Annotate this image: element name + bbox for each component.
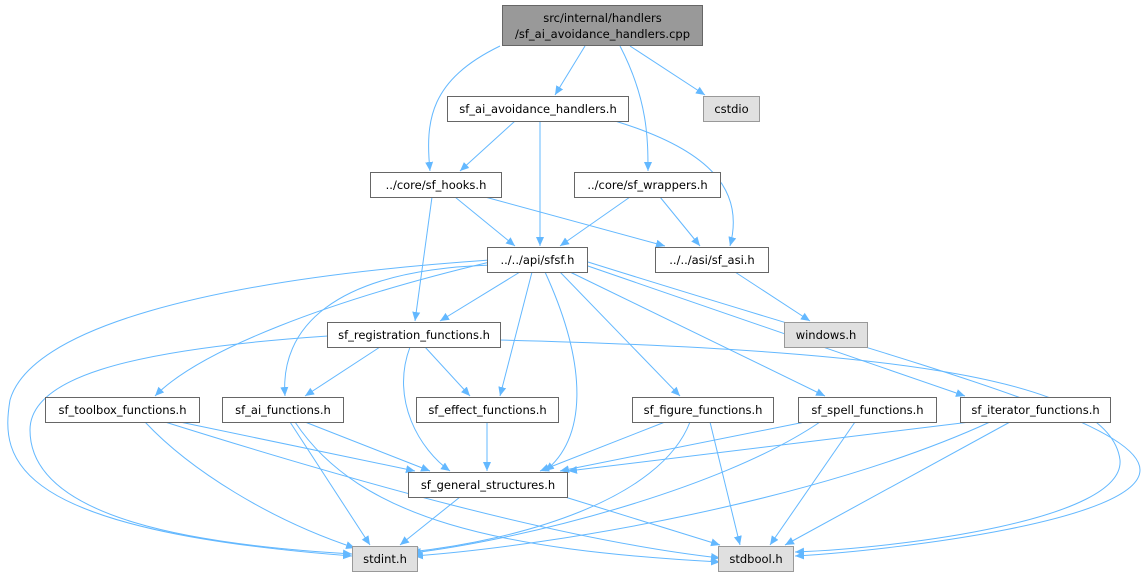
root-node-sf-ai-avoidance-handlers-cpp[interactable]: src/internal/handlers /sf_ai_avoidance_h… — [502, 5, 703, 46]
edge-spell-stdint — [411, 421, 821, 556]
edge-sfsf-regfun — [439, 271, 521, 322]
edge-sfsf-genstruct — [544, 271, 578, 472]
edge-root-hooks — [425, 45, 501, 172]
edge-genstruct-stdbool — [564, 496, 721, 547]
edge-iter-stdbool — [784, 421, 1011, 546]
edge-genstruct-stdint — [399, 496, 461, 546]
edge-sfsf-effect — [498, 271, 533, 397]
node-windows-h[interactable]: windows.h — [784, 322, 868, 348]
node-sf-toolbox-functions-h[interactable]: sf_toolbox_functions.h — [45, 397, 200, 423]
edge-sfsf-aifun — [280, 264, 493, 397]
edge-toolbox-stdbool — [164, 421, 721, 561]
node-sf-ai-functions-h[interactable]: sf_ai_functions.h — [222, 397, 344, 423]
node-sf-effect-functions-h[interactable]: sf_effect_functions.h — [416, 397, 559, 423]
edge-avoid-hooks — [459, 120, 516, 172]
edge-iter-genstruct — [567, 421, 971, 474]
edge-aifun-stdbool — [294, 421, 721, 566]
node-sf-registration-functions-h[interactable]: sf_registration_functions.h — [327, 322, 501, 348]
edge-sfsf-iter — [584, 264, 966, 397]
edge-aifun-stdint — [289, 421, 371, 546]
edge-regfun-stdint — [29, 335, 353, 558]
edge-asi-windows — [734, 271, 811, 322]
root-node-line2: /sf_ai_avoidance_handlers.cpp — [514, 26, 690, 41]
edge-aifun-genstruct — [304, 421, 431, 472]
edge-sfsf-figure — [559, 271, 681, 397]
edge-figure-stdint — [409, 421, 691, 555]
edge-regfun-effect — [424, 346, 471, 397]
edge-root-wrappers — [619, 45, 652, 172]
node-core-sf-wrappers-h[interactable]: ../core/sf_wrappers.h — [574, 172, 721, 198]
node-sf-iterator-functions-h[interactable]: sf_iterator_functions.h — [960, 397, 1111, 423]
node-sf-ai-avoidance-handlers-h[interactable]: sf_ai_avoidance_handlers.h — [447, 96, 629, 122]
edge-spell-genstruct — [559, 421, 806, 474]
edge-toolbox-stdint — [144, 421, 356, 549]
node-sf-general-structures-h[interactable]: sf_general_structures.h — [408, 472, 568, 498]
edge-toolbox-genstruct — [179, 421, 416, 474]
edge-figure-genstruct — [539, 421, 666, 472]
node-asi-sf-asi-h[interactable]: ../../asi/sf_asi.h — [655, 247, 769, 273]
edge-spell-stdbool — [769, 421, 856, 546]
edge-sfsf-spell — [569, 271, 826, 397]
edge-hooks-regfun — [412, 196, 433, 322]
node-sf-spell-functions-h[interactable]: sf_spell_functions.h — [798, 397, 937, 423]
edge-root-cstdio — [629, 45, 706, 96]
root-node-line1: src/internal/handlers — [543, 10, 662, 25]
edge-iter-stdint — [413, 421, 991, 560]
edge-regfun-stdbool — [499, 339, 1121, 556]
node-sf-figure-functions-h[interactable]: sf_figure_functions.h — [632, 397, 774, 423]
edge-regfun-genstruct — [403, 346, 451, 472]
edge-root-avoid — [554, 45, 586, 96]
node-stdbool-h[interactable]: stdbool.h — [718, 546, 794, 572]
edge-wrappers-asi — [659, 196, 701, 247]
edge-hooks-asi — [484, 196, 666, 248]
node-api-sfsf-h[interactable]: ../../api/sfsf.h — [487, 247, 588, 273]
edge-figure-stdbool — [709, 421, 742, 546]
edge-wrappers-sfsf — [559, 196, 631, 247]
edge-sfsf-toolbox — [154, 261, 491, 397]
edge-hooks-sfsf — [454, 196, 516, 247]
node-core-sf-hooks-h[interactable]: ../core/sf_hooks.h — [370, 172, 502, 198]
node-stdint-h[interactable]: stdint.h — [352, 546, 418, 572]
edge-regfun-aifun — [304, 346, 381, 397]
edge-sfsf-stdint — [7, 259, 491, 560]
node-cstdio[interactable]: cstdio — [703, 96, 760, 122]
